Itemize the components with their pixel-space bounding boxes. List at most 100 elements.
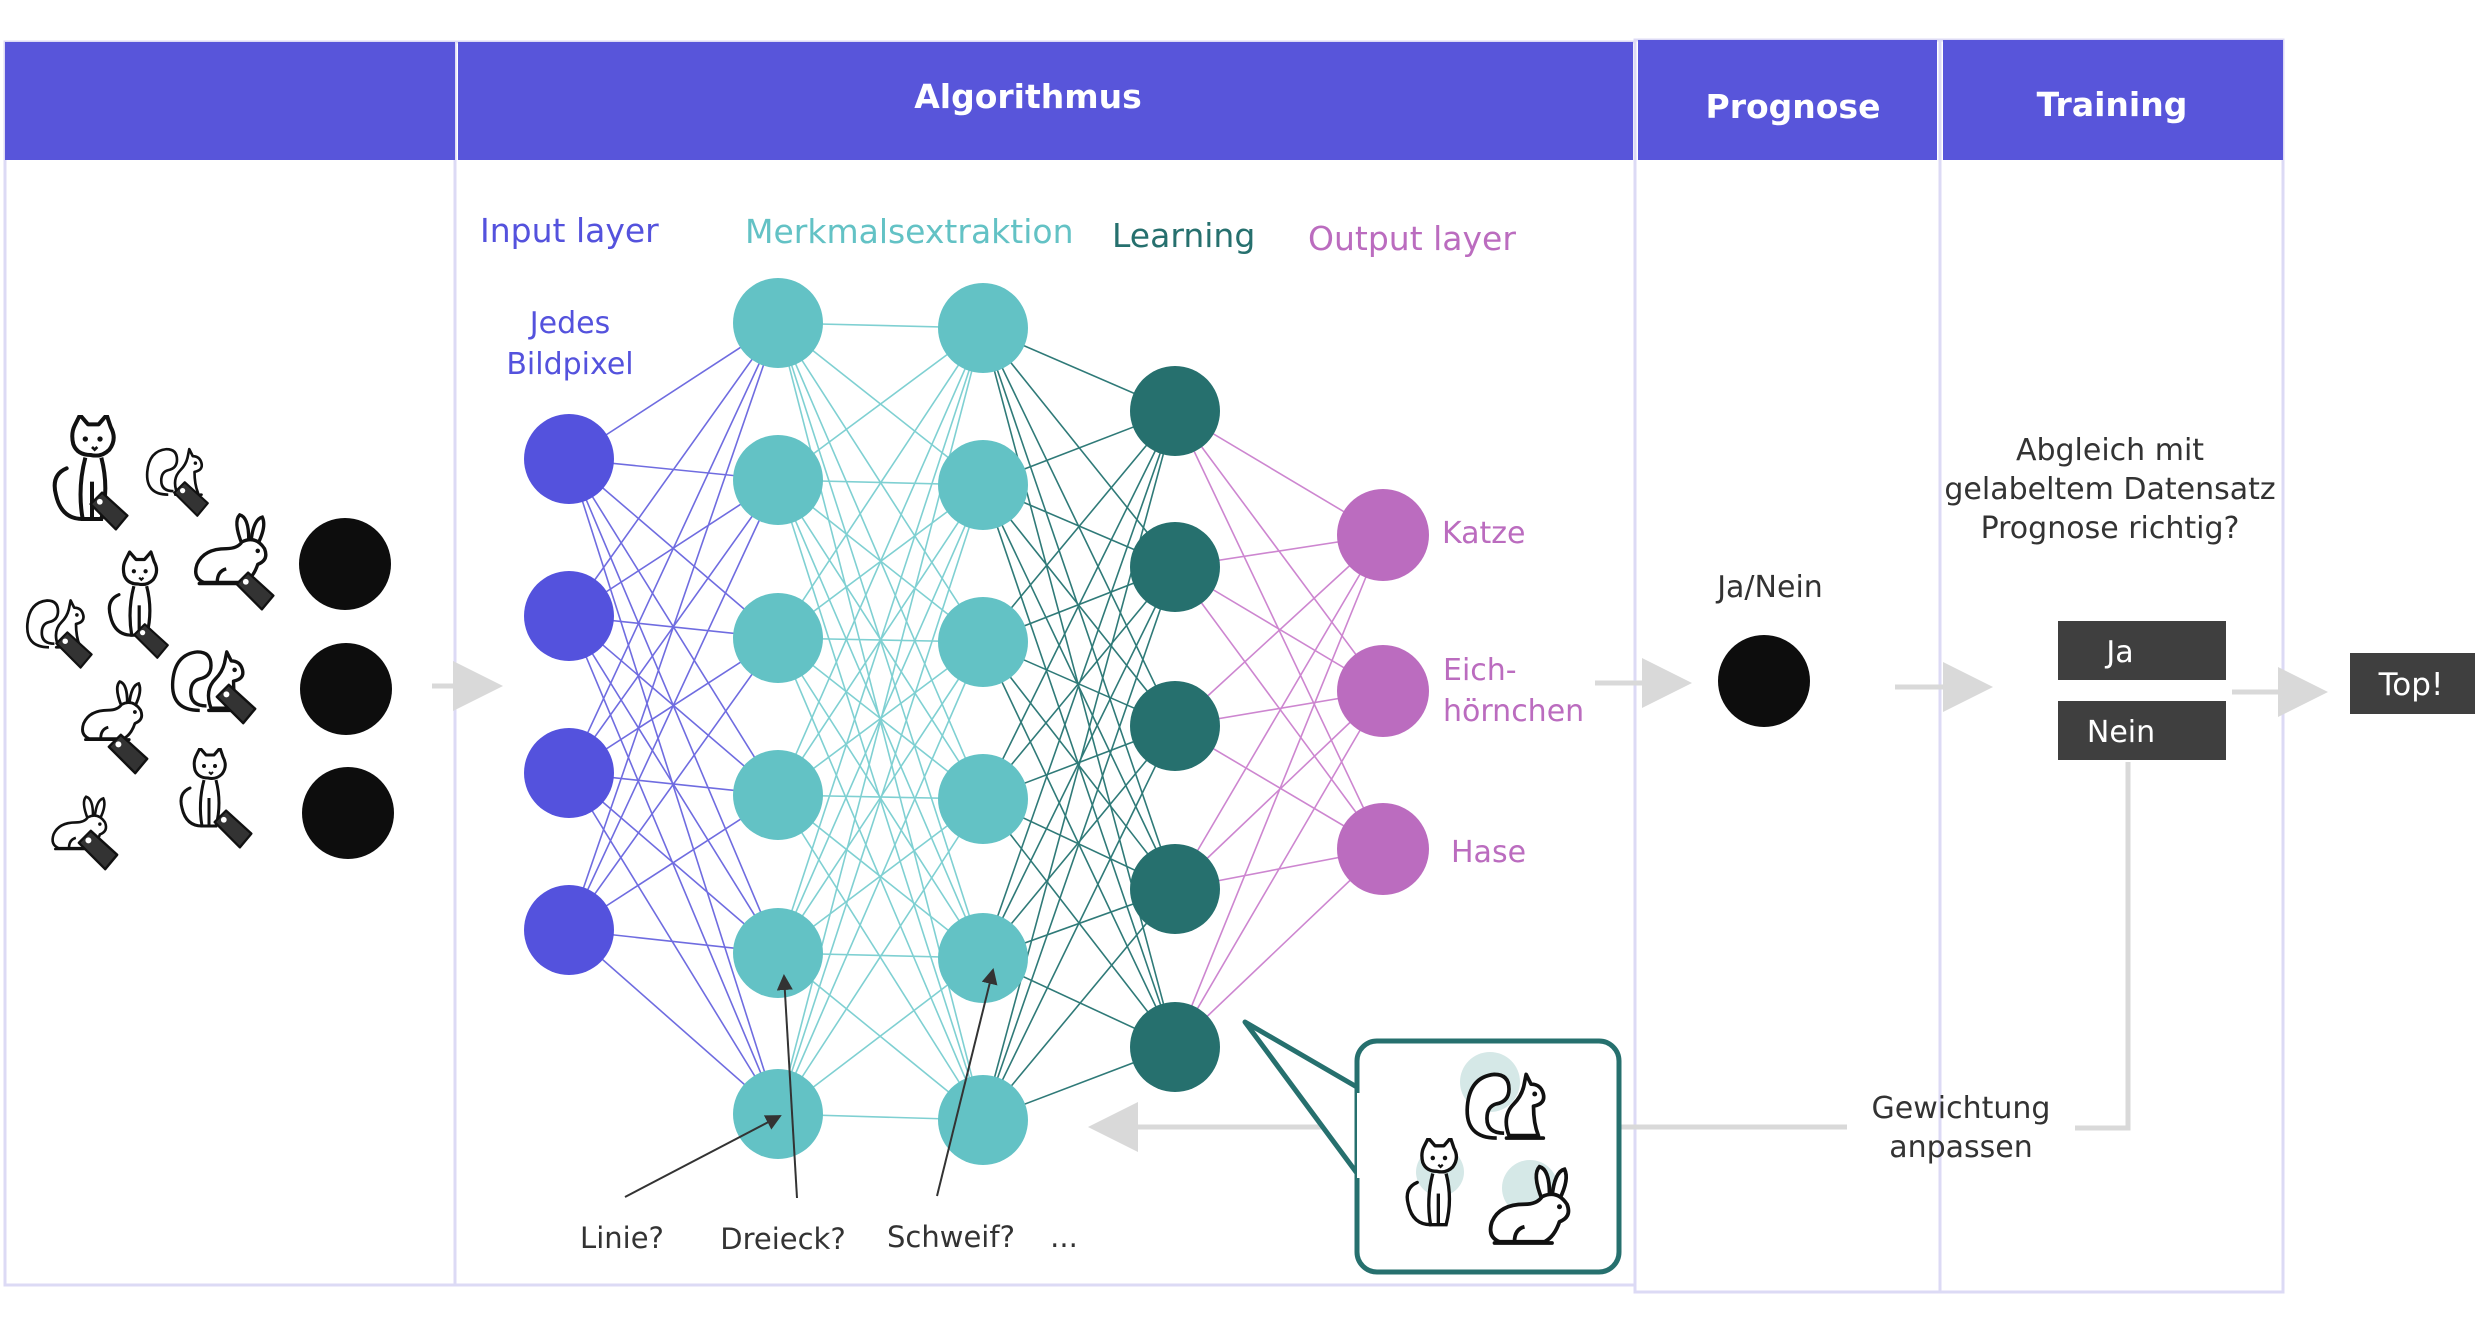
- output-label-cat: Katze: [1442, 516, 1526, 551]
- input-dot: [300, 643, 392, 735]
- header-training: Training: [2037, 85, 2188, 124]
- node-feat1-5: [733, 908, 823, 998]
- node-feat2-2: [938, 440, 1028, 530]
- node-learning-1: [1130, 366, 1220, 456]
- note-line: Linie?: [580, 1221, 664, 1255]
- edge-feat2-learning: [982, 410, 1176, 643]
- no-button-bg: [2058, 701, 2226, 760]
- node-feat2-6: [938, 1075, 1028, 1165]
- node-feat2-4: [938, 754, 1028, 844]
- node-input-1: [524, 414, 614, 504]
- edge-input-feat1: [568, 322, 779, 617]
- input-note: Jedes Bildpixel: [506, 306, 633, 382]
- training-section: Abgleich mit gelabeltem Datensatz Progno…: [1872, 433, 2276, 1165]
- node-feat2-5: [938, 913, 1028, 1003]
- output-label-rabbit: Hase: [1451, 835, 1526, 870]
- training-question-line3: Prognose richtig?: [1981, 511, 2240, 546]
- no-button[interactable]: Nein: [2058, 701, 2226, 760]
- yes-button[interactable]: Ja: [2058, 621, 2226, 680]
- note-arrow-line: [624, 1115, 782, 1198]
- edge-feat1-feat2: [777, 641, 984, 1115]
- edge-feat1-feat2: [777, 327, 984, 954]
- adjust-label-line2: anpassen: [1889, 1130, 2033, 1165]
- edge-feat1-feat2: [777, 484, 984, 1115]
- input-note-line1: Jedes: [528, 306, 610, 341]
- node-input-3: [524, 728, 614, 818]
- node-feat2-3: [938, 597, 1028, 687]
- edge-learning-output: [1174, 534, 1384, 890]
- edge-feat1-feat2: [777, 327, 984, 639]
- output-label-squirrel-2: hörnchen: [1443, 694, 1584, 729]
- callout: [1242, 1019, 1622, 1275]
- header-algorithm: Algorithmus: [914, 77, 1142, 116]
- prediction-label: Ja/Nein: [1715, 570, 1823, 605]
- node-feat1-1: [733, 278, 823, 368]
- input-dot: [299, 518, 391, 610]
- node-learning-2: [1130, 522, 1220, 612]
- edge-feat2-learning: [982, 888, 1176, 1121]
- feedback-line-down: [2075, 762, 2131, 1131]
- adjust-label-line1: Gewichtung: [1872, 1091, 2051, 1126]
- output-label-squirrel-1: Eich-: [1443, 653, 1517, 688]
- note-ellipsis: ...: [1050, 1220, 1078, 1254]
- output-labels: Katze Eich- hörnchen Hase: [1442, 516, 1584, 870]
- node-feat1-6: [733, 1069, 823, 1159]
- node-learning-3: [1130, 681, 1220, 771]
- label-feature-extraction: Merkmalsextraktion: [745, 212, 1074, 251]
- note-triangle: Dreieck?: [720, 1222, 846, 1256]
- note-arrow-tail: [936, 968, 998, 1197]
- node-learning-4: [1130, 844, 1220, 934]
- edge-learning-output: [1174, 690, 1384, 1048]
- header-training-bg: [1943, 40, 2283, 160]
- input-dot: [302, 767, 394, 859]
- note-arrow-triangle: [776, 974, 798, 1199]
- network-nodes: [524, 278, 1429, 1165]
- label-learning: Learning: [1112, 216, 1255, 255]
- prediction-section: Ja/Nein: [1715, 570, 1823, 727]
- edge-feat2-learning: [982, 410, 1176, 800]
- label-input-layer: Input layer: [480, 211, 659, 250]
- prediction-dot: [1718, 635, 1810, 727]
- yes-button-label: Ja: [2104, 635, 2133, 670]
- layer-labels: Input layer Merkmalsextraktion Learning …: [480, 211, 1516, 258]
- edge-feat1-feat2: [777, 327, 984, 796]
- edge-input-feat1: [568, 637, 779, 931]
- edge-feat2-learning: [982, 566, 1176, 1121]
- node-feat1-4: [733, 750, 823, 840]
- node-feat1-3: [733, 593, 823, 683]
- header-data: [5, 42, 455, 160]
- node-output-2: [1337, 645, 1429, 737]
- header-prediction: Prognose: [1706, 87, 1881, 126]
- edge-learning-output: [1174, 848, 1384, 1048]
- yes-button-bg: [2058, 621, 2226, 680]
- edge-input-feat1: [568, 322, 779, 774]
- node-feat2-1: [938, 283, 1028, 373]
- edge-feat2-learning: [982, 410, 1176, 1121]
- training-question-line2: gelabeltem Datensatz: [1944, 472, 2275, 507]
- node-input-4: [524, 885, 614, 975]
- note-tail: Schweif?: [887, 1220, 1015, 1254]
- feature-notes: Linie? Dreieck? Schweif? ...: [580, 968, 1078, 1256]
- edge-input-feat1: [568, 479, 779, 931]
- edge-input-feat1: [568, 322, 779, 931]
- edge-learning-output: [1174, 534, 1384, 1048]
- header-bar: Algorithmus Prognose Training: [5, 40, 2283, 160]
- header-algorithm-bg: [458, 42, 1633, 160]
- node-feat1-2: [733, 435, 823, 525]
- edge-feat1-feat2: [777, 798, 984, 1115]
- header-prediction-bg: [1638, 40, 1937, 160]
- input-placeholder-dots: [299, 518, 394, 859]
- training-question-line1: Abgleich mit: [2016, 433, 2204, 468]
- result-box-bg: [2350, 653, 2475, 714]
- edge-feat2-learning: [982, 484, 1176, 890]
- edge-feat2-learning: [982, 327, 1176, 890]
- input-note-line2: Bildpixel: [506, 347, 633, 382]
- result-box: Top!: [2350, 653, 2475, 714]
- edge-learning-output: [1174, 534, 1384, 727]
- label-output-layer: Output layer: [1308, 219, 1516, 258]
- edge-input-feat1: [568, 929, 779, 1115]
- edge-feat2-learning: [982, 725, 1176, 1121]
- node-learning-5: [1130, 1002, 1220, 1092]
- no-button-label: Nein: [2087, 715, 2155, 750]
